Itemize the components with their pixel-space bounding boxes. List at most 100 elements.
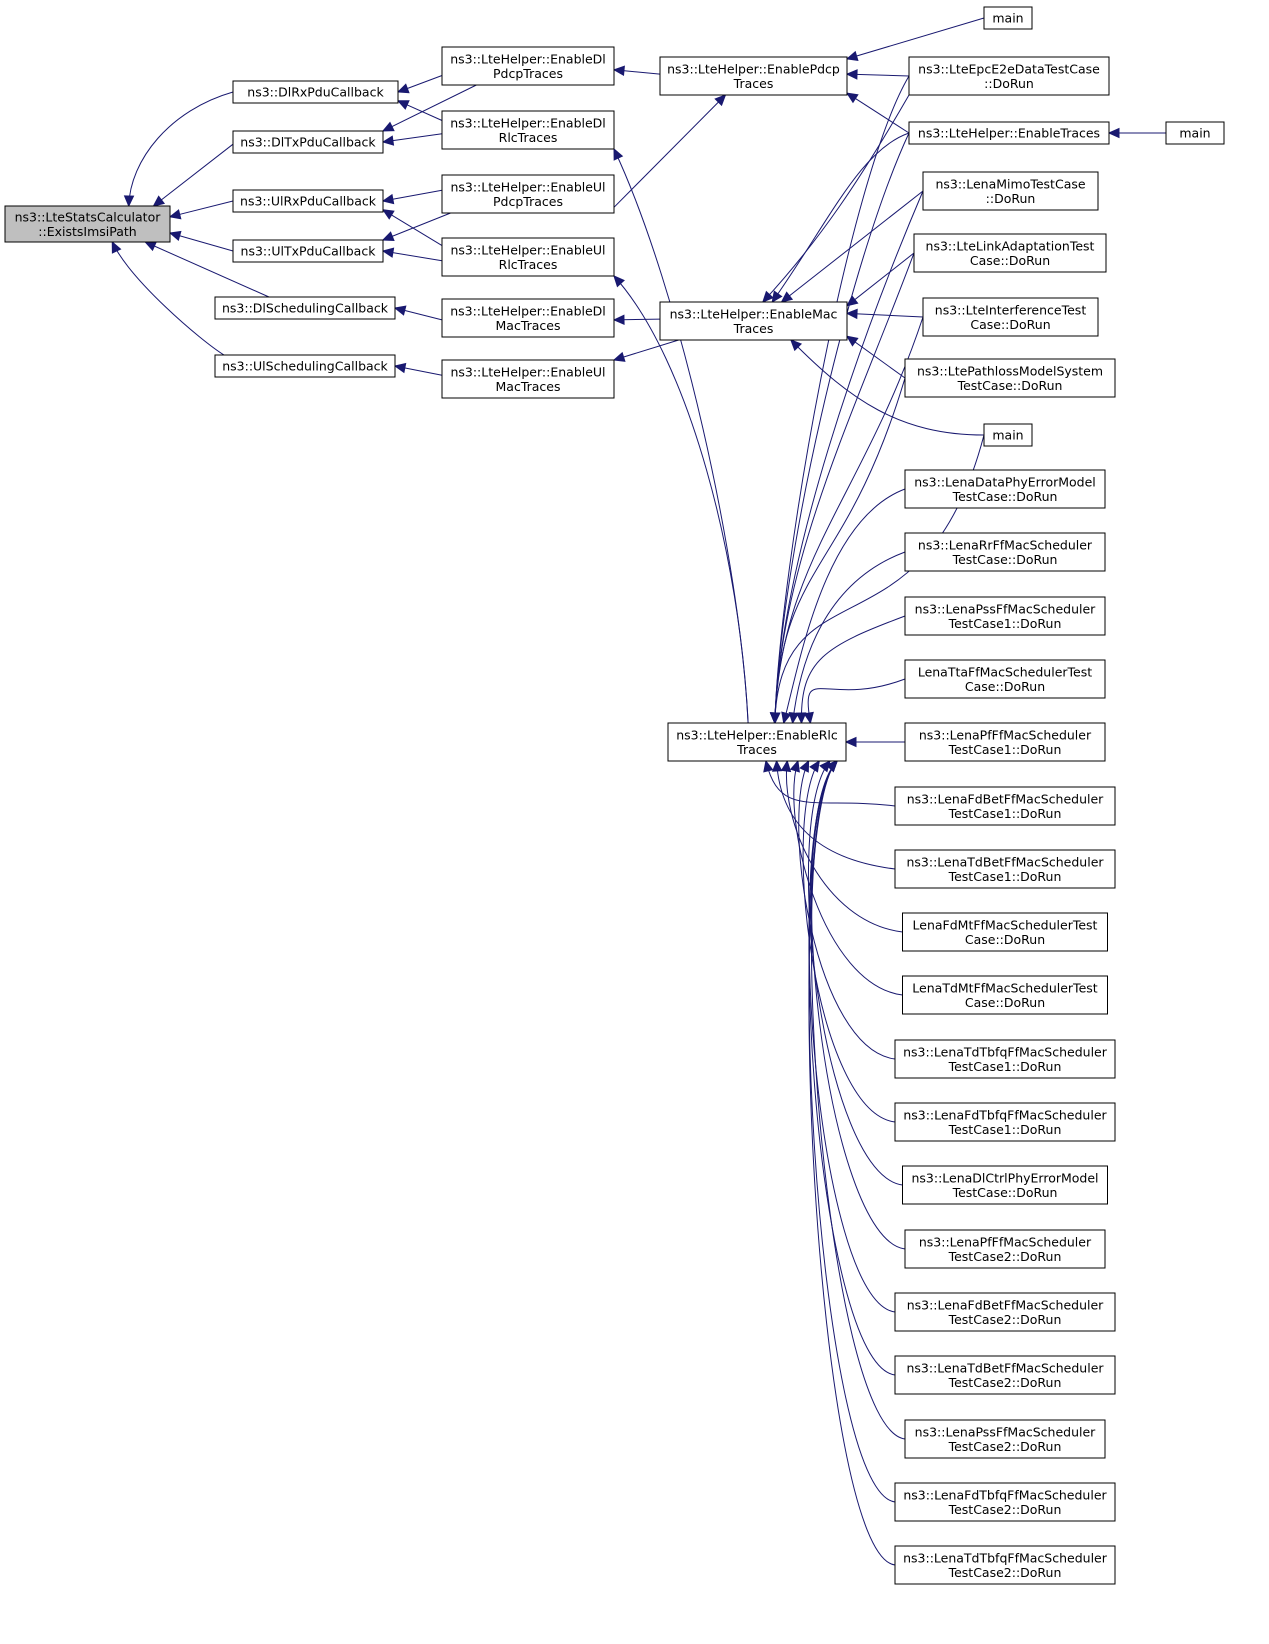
node-epc-e2e-data-test-case[interactable]: ns3::LteEpcE2eDataTestCase::DoRun	[908, 56, 1110, 96]
node-lenadlctrlphyerrormodel-testcase-dorun-label-1: ns3::LenaDlCtrlPhyErrorModel	[911, 1170, 1098, 1185]
edge-46	[763, 759, 896, 807]
edge-40	[769, 434, 985, 725]
node-ltehelper-enabledl-mactraces-label-2: MacTraces	[496, 318, 561, 333]
node-lenapfffmacscheduler-testcase1-dorun[interactable]: ns3::LenaPfFfMacSchedulerTestCase1::DoRu…	[904, 722, 1106, 762]
node-pathloss-model-system-test-case[interactable]: ns3::LtePathlossModelSystemTestCase::DoR…	[904, 358, 1116, 398]
edge-4	[168, 230, 234, 252]
node-lenadlctrlphyerrormodel-testcase-dorun-label-2: TestCase::DoRun	[952, 1185, 1058, 1200]
edge-38	[769, 316, 924, 725]
node-enable-traces[interactable]: ns3::LteHelper::EnableTraces	[908, 121, 1110, 145]
edge-24	[845, 69, 910, 80]
node-lenapfffmacscheduler-testcase2-dorun-label-1: ns3::LenaPfFfMacScheduler	[919, 1234, 1092, 1249]
node-lenafdbetffmacscheduler-testcase1-dorun[interactable]: ns3::LenaFdBetFfMacSchedulerTestCase1::D…	[894, 786, 1116, 826]
node-lenapfffmacscheduler-testcase1-dorun-label-1: ns3::LenaPfFfMacScheduler	[919, 727, 1092, 742]
edge-56	[810, 760, 906, 1440]
node-lenatdbetffmacscheduler-testcase1-dorun[interactable]: ns3::LenaTdBetFfMacSchedulerTestCase1::D…	[894, 849, 1116, 889]
node-lenatdtbfqffmacscheduler-testcase1-dorun-label-2: TestCase1::DoRun	[948, 1059, 1062, 1074]
node-lenadataphyerrormodel-testcase-dorun[interactable]: ns3::LenaDataPhyErrorModelTestCase::DoRu…	[904, 469, 1106, 509]
edge-55	[808, 760, 896, 1376]
edge-14	[381, 247, 443, 262]
node-ultxpducallback[interactable]: ns3::UlTxPduCallback	[232, 239, 384, 263]
node-lenadlctrlphyerrormodel-testcase-dorun[interactable]: ns3::LenaDlCtrlPhyErrorModelTestCase::Do…	[902, 1165, 1108, 1205]
edge-44	[803, 678, 906, 725]
node-lenatdmtffmacschedulertest-case-dorun-label-1: LenaTdMtFfMacSchedulerTest	[912, 980, 1097, 995]
node-lenadataphyerrormodel-testcase-dorun-label-2: TestCase::DoRun	[952, 489, 1058, 504]
node-lenarrffmacscheduler-testcase-dorun-label-1: ns3::LenaRrFfMacScheduler	[918, 537, 1093, 552]
node-enable-rlc-traces-label-2: Traces	[736, 742, 777, 757]
edge-23	[845, 17, 985, 61]
node-lenafdtbfqffmacscheduler-testcase2-dorun-label-1: ns3::LenaFdTbfqFfMacScheduler	[903, 1487, 1107, 1502]
node-lenatdtbfqffmacscheduler-testcase2-dorun[interactable]: ns3::LenaTdTbfqFfMacSchedulerTestCase2::…	[894, 1545, 1116, 1585]
node-main-right[interactable]: main	[1165, 121, 1225, 145]
edge-18	[612, 314, 661, 325]
node-dlrxpducallback[interactable]: ns3::DlRxPduCallback	[232, 80, 399, 104]
node-ulschedulingcallback[interactable]: ns3::UlSchedulingCallback	[214, 354, 396, 378]
node-interference-test-case-label-1: ns3::LteInterferenceTest	[935, 302, 1087, 317]
node-lenatdbetffmacscheduler-testcase2-dorun[interactable]: ns3::LenaTdBetFfMacSchedulerTestCase2::D…	[894, 1355, 1116, 1395]
node-lenapssffmacscheduler-testcase1-dorun[interactable]: ns3::LenaPssFfMacSchedulerTestCase1::DoR…	[904, 596, 1106, 636]
node-dltxpducallback[interactable]: ns3::DlTxPduCallback	[232, 130, 384, 154]
edge-21	[613, 275, 749, 724]
node-ltehelper-enableul-pdcptraces-label-1: ns3::LteHelper::EnableUl	[450, 179, 605, 194]
node-lte-stats-calculator-exists-imsi-path[interactable]: ns3::LteStatsCalculator::ExistsImsiPath	[4, 205, 171, 243]
node-enable-pdcp-traces-label-1: ns3::LteHelper::EnablePdcp	[667, 61, 840, 76]
edge-17	[612, 65, 661, 77]
node-ltehelper-enabledl-pdcptraces-label-2: PdcpTraces	[493, 66, 563, 81]
node-lenatdbetffmacscheduler-testcase2-dorun-label-1: ns3::LenaTdBetFfMacScheduler	[906, 1360, 1104, 1375]
node-lenapssffmacscheduler-testcase2-dorun[interactable]: ns3::LenaPssFfMacSchedulerTestCase2::DoR…	[904, 1419, 1106, 1459]
edge-34	[769, 75, 910, 725]
node-lena-mimo-test-case-label-2: ::DoRun	[986, 191, 1036, 206]
edge-57	[808, 760, 896, 1503]
node-lenattaffmacschedulertest-case-dorun-label-1: LenaTtaFfMacSchedulerTest	[918, 664, 1092, 679]
node-lena-mimo-test-case[interactable]: ns3::LenaMimoTestCase::DoRun	[922, 171, 1099, 211]
node-ulrxpducallback[interactable]: ns3::UlRxPduCallback	[232, 189, 384, 213]
edge-43	[795, 615, 906, 725]
edge-45	[844, 736, 905, 748]
node-lenafdtbfqffmacscheduler-testcase1-dorun[interactable]: ns3::LenaFdTbfqFfMacSchedulerTestCase1::…	[894, 1102, 1116, 1142]
node-lenafdbetffmacscheduler-testcase2-dorun-label-1: ns3::LenaFdBetFfMacScheduler	[907, 1297, 1104, 1312]
edge-20	[613, 147, 749, 724]
edge-31	[845, 308, 924, 320]
node-dlschedulingcallback[interactable]: ns3::DlSchedulingCallback	[214, 296, 396, 320]
node-main-right-label-1: main	[1179, 126, 1210, 141]
node-interference-test-case-label-2: Case::DoRun	[970, 317, 1050, 332]
node-lenatdmtffmacschedulertest-case-dorun-label-2: Case::DoRun	[965, 995, 1045, 1010]
node-lenapfffmacscheduler-testcase1-dorun-label-2: TestCase1::DoRun	[948, 742, 1062, 757]
node-dltxpducallback-label-1: ns3::DlTxPduCallback	[240, 135, 376, 150]
edge-13	[381, 212, 451, 242]
node-lenafdtbfqffmacscheduler-testcase2-dorun[interactable]: ns3::LenaFdTbfqFfMacSchedulerTestCase2::…	[894, 1482, 1116, 1522]
node-main-top[interactable]: main	[983, 6, 1033, 30]
node-ltehelper-enabledl-rlctraces-label-2: RlcTraces	[499, 130, 558, 145]
node-lenatdtbfqffmacscheduler-testcase1-dorun[interactable]: ns3::LenaTdTbfqFfMacSchedulerTestCase1::…	[894, 1039, 1116, 1079]
edge-7	[396, 75, 443, 94]
node-ultxpducallback-label-1: ns3::UlTxPduCallback	[241, 244, 377, 259]
node-lenafdtbfqffmacscheduler-testcase1-dorun-label-2: TestCase1::DoRun	[948, 1122, 1062, 1137]
edge-33	[790, 339, 985, 436]
node-lenatdbetffmacscheduler-testcase1-dorun-label-1: ns3::LenaTdBetFfMacScheduler	[906, 854, 1104, 869]
edge-11	[381, 189, 443, 205]
node-ltehelper-enableul-mactraces-label-2: MacTraces	[496, 379, 561, 394]
node-main-mid[interactable]: main	[983, 423, 1033, 447]
edge-51	[802, 759, 896, 1123]
edge-47	[771, 759, 896, 870]
node-lenatdbetffmacscheduler-testcase2-dorun-label-2: TestCase2::DoRun	[948, 1375, 1062, 1390]
node-lenafdbetffmacscheduler-testcase2-dorun[interactable]: ns3::LenaFdBetFfMacSchedulerTestCase2::D…	[894, 1292, 1116, 1332]
node-lenafdtbfqffmacscheduler-testcase1-dorun-label-1: ns3::LenaFdTbfqFfMacScheduler	[903, 1107, 1107, 1122]
node-lenapfffmacscheduler-testcase2-dorun-label-2: TestCase2::DoRun	[948, 1249, 1062, 1264]
node-lenapfffmacscheduler-testcase2-dorun[interactable]: ns3::LenaPfFfMacSchedulerTestCase2::DoRu…	[904, 1229, 1106, 1269]
